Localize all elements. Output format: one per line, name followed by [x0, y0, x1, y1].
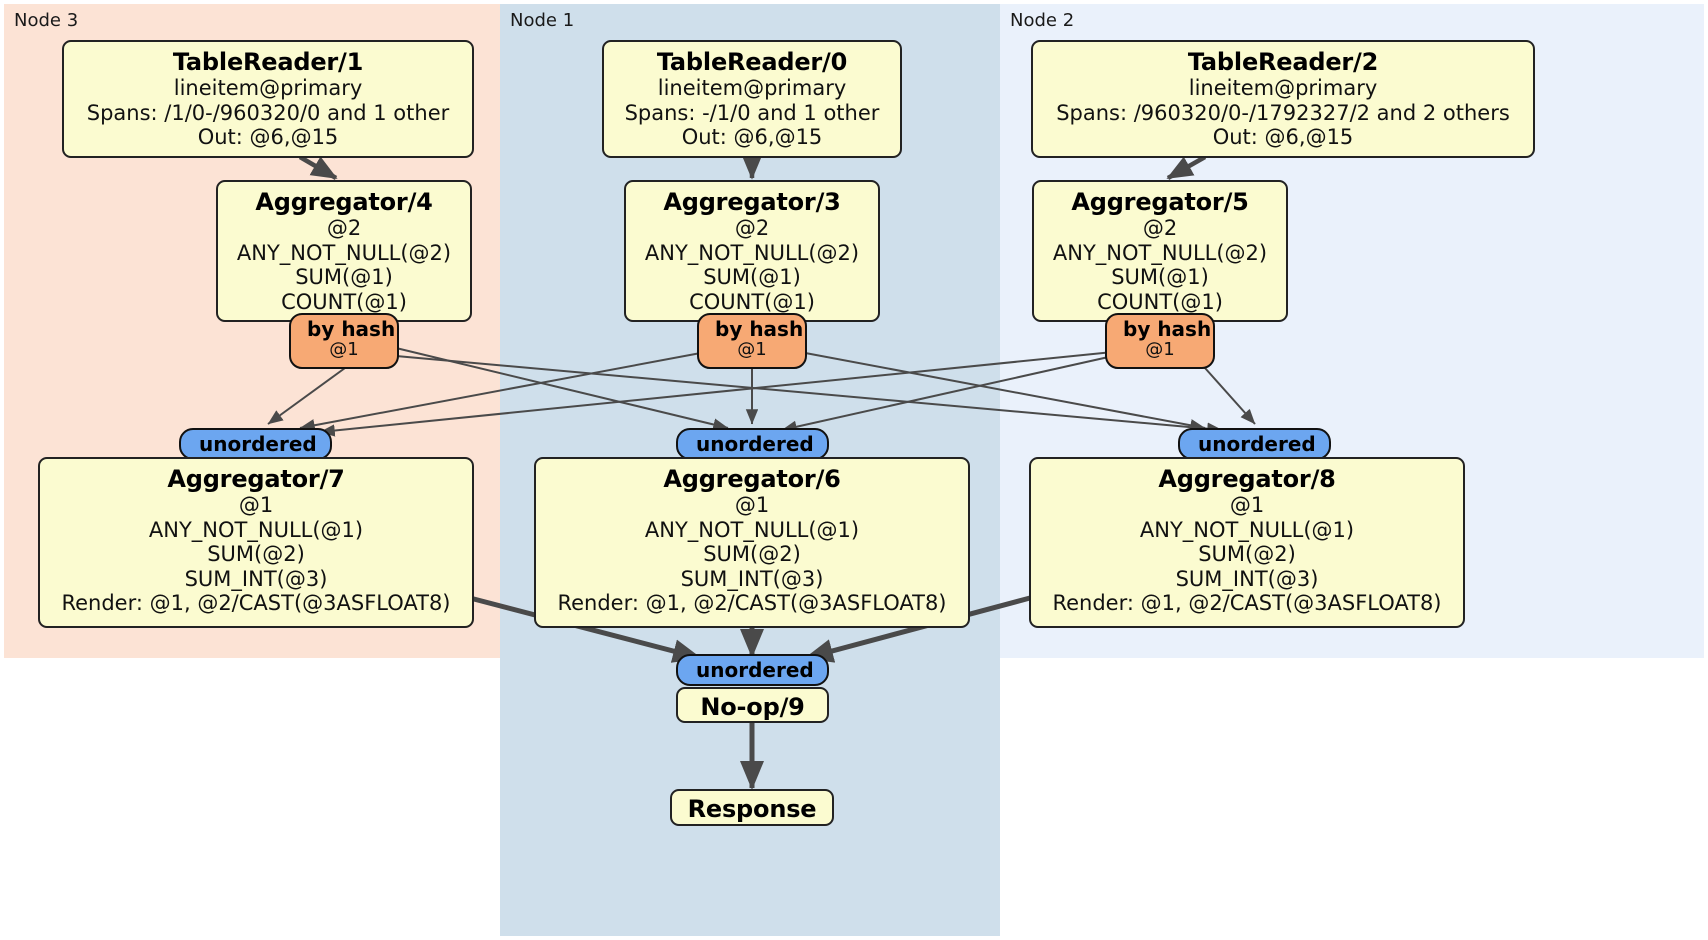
processor-title: No-op/9: [700, 693, 805, 721]
processor-line: ANY_NOT_NULL(@1): [148, 517, 364, 542]
badge-title: unordered: [199, 432, 317, 456]
processor-line: Render: @1, @2/CAST(@3ASFLOAT8): [61, 591, 451, 616]
badge-subtitle: @1: [329, 339, 359, 361]
processor-line: @2: [734, 216, 770, 241]
processor-title: Aggregator/7: [167, 465, 345, 493]
processor-line: COUNT(@1): [281, 289, 407, 314]
processor-line: ANY_NOT_NULL(@1): [644, 517, 860, 542]
processor-response[interactable]: Response: [670, 789, 834, 826]
processor-tablereader-0[interactable]: TableReader/0 lineitem@primary Spans: -/…: [602, 40, 902, 158]
node-panel-label-node2: Node 2: [1010, 10, 1075, 31]
processor-line: SUM(@2): [207, 542, 305, 567]
processor-line: @2: [326, 216, 362, 241]
processor-aggregator-7[interactable]: Aggregator/7 @1 ANY_NOT_NULL(@1) SUM(@2)…: [38, 457, 474, 628]
processor-title: Response: [687, 795, 817, 823]
processor-line: SUM(@1): [1111, 265, 1209, 290]
processor-line: ANY_NOT_NULL(@2): [644, 240, 860, 265]
badge-title: by hash: [307, 317, 396, 341]
processor-line: Render: @1, @2/CAST(@3ASFLOAT8): [1052, 591, 1442, 616]
badge-title: by hash: [1123, 317, 1212, 341]
processor-line: ANY_NOT_NULL(@2): [1052, 240, 1268, 265]
processor-tablereader-2[interactable]: TableReader/2 lineitem@primary Spans: /9…: [1031, 40, 1535, 158]
processor-title: TableReader/0: [656, 48, 848, 76]
processor-line: @2: [1142, 216, 1178, 241]
badge-title: unordered: [1198, 432, 1316, 456]
input-badge-unordered-right[interactable]: unordered: [1178, 428, 1331, 460]
processor-aggregator-5[interactable]: Aggregator/5 @2 ANY_NOT_NULL(@2) SUM(@1)…: [1032, 180, 1288, 322]
processor-line: Out: @6,@15: [197, 125, 339, 150]
processor-line: @1: [1229, 493, 1265, 518]
processor-title: Aggregator/4: [255, 188, 433, 216]
processor-aggregator-4[interactable]: Aggregator/4 @2 ANY_NOT_NULL(@2) SUM(@1)…: [216, 180, 472, 322]
badge-subtitle: @1: [737, 339, 767, 361]
processor-line: SUM_INT(@3): [184, 566, 328, 591]
processor-line: ANY_NOT_NULL(@2): [236, 240, 452, 265]
processor-title: Aggregator/8: [1158, 465, 1336, 493]
processor-aggregator-8[interactable]: Aggregator/8 @1 ANY_NOT_NULL(@1) SUM(@2)…: [1029, 457, 1465, 628]
processor-aggregator-3[interactable]: Aggregator/3 @2 ANY_NOT_NULL(@2) SUM(@1)…: [624, 180, 880, 322]
processor-line: SUM_INT(@3): [1175, 566, 1319, 591]
processor-title: TableReader/1: [172, 48, 364, 76]
processor-line: SUM(@1): [703, 265, 801, 290]
processor-line: SUM_INT(@3): [680, 566, 824, 591]
processor-line: @1: [238, 493, 274, 518]
processor-title: Aggregator/3: [663, 188, 841, 216]
badge-title: unordered: [696, 432, 814, 456]
badge-title: by hash: [715, 317, 804, 341]
input-badge-unordered-center[interactable]: unordered: [676, 428, 829, 460]
badge-subtitle: @1: [1145, 339, 1175, 361]
processor-line: Spans: -/1/0 and 1 other: [624, 100, 880, 125]
processor-line: ANY_NOT_NULL(@1): [1139, 517, 1355, 542]
processor-title: Aggregator/5: [1071, 188, 1249, 216]
processor-line: SUM(@2): [703, 542, 801, 567]
processor-aggregator-6[interactable]: Aggregator/6 @1 ANY_NOT_NULL(@1) SUM(@2)…: [534, 457, 970, 628]
processor-line: SUM(@2): [1198, 542, 1296, 567]
processor-title: Aggregator/6: [663, 465, 841, 493]
output-badge-by-hash-right[interactable]: by hash @1: [1105, 313, 1215, 369]
processor-line: Render: @1, @2/CAST(@3ASFLOAT8): [557, 591, 947, 616]
output-badge-by-hash-center[interactable]: by hash @1: [697, 313, 807, 369]
node-panel-label-node1: Node 1: [510, 10, 575, 31]
processor-line: lineitem@primary: [173, 76, 363, 101]
node-panel-label-node3: Node 3: [14, 10, 79, 31]
processor-line: COUNT(@1): [689, 289, 815, 314]
processor-noop-9[interactable]: No-op/9: [676, 687, 829, 723]
processor-line: lineitem@primary: [1188, 76, 1378, 101]
output-badge-by-hash-left[interactable]: by hash @1: [289, 313, 399, 369]
input-badge-unordered-left[interactable]: unordered: [179, 428, 332, 460]
processor-line: Spans: /960320/0-/1792327/2 and 2 others: [1056, 100, 1510, 125]
processor-line: SUM(@1): [295, 265, 393, 290]
processor-line: @1: [734, 493, 770, 518]
processor-tablereader-1[interactable]: TableReader/1 lineitem@primary Spans: /1…: [62, 40, 474, 158]
processor-title: TableReader/2: [1187, 48, 1379, 76]
processor-line: Out: @6,@15: [681, 125, 823, 150]
badge-title: unordered: [696, 658, 814, 682]
processor-line: Spans: /1/0-/960320/0 and 1 other: [86, 100, 450, 125]
processor-line: lineitem@primary: [657, 76, 847, 101]
processor-line: COUNT(@1): [1097, 289, 1223, 314]
processor-line: Out: @6,@15: [1212, 125, 1354, 150]
input-badge-unordered-final[interactable]: unordered: [676, 654, 829, 686]
